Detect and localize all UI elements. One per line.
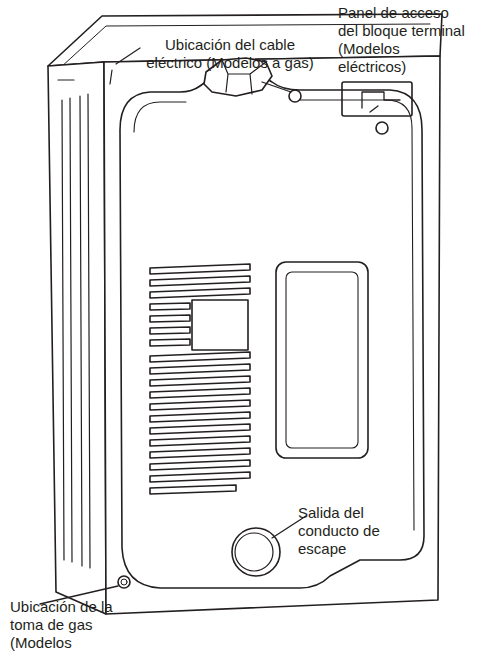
- grille: [150, 264, 250, 494]
- callout-label: Panel de acceso del bloque terminal (Mod…: [338, 4, 468, 76]
- side-ribs: [58, 80, 90, 568]
- callout-label: Ubicación del cable eléctrico (Modelos a…: [140, 36, 320, 72]
- exhaust-outlet: [232, 528, 280, 576]
- callout-label: Ubicación de la toma de gas (Modelos: [10, 598, 122, 652]
- gas-inlet: [118, 576, 130, 588]
- hole: [376, 122, 388, 134]
- access-window: [276, 262, 368, 458]
- terminal-panel: [342, 82, 412, 116]
- back-panel: [120, 76, 424, 588]
- back-face: [104, 56, 440, 614]
- callout-label: Salida del conducto de escape: [298, 504, 408, 558]
- side-face: [48, 62, 106, 614]
